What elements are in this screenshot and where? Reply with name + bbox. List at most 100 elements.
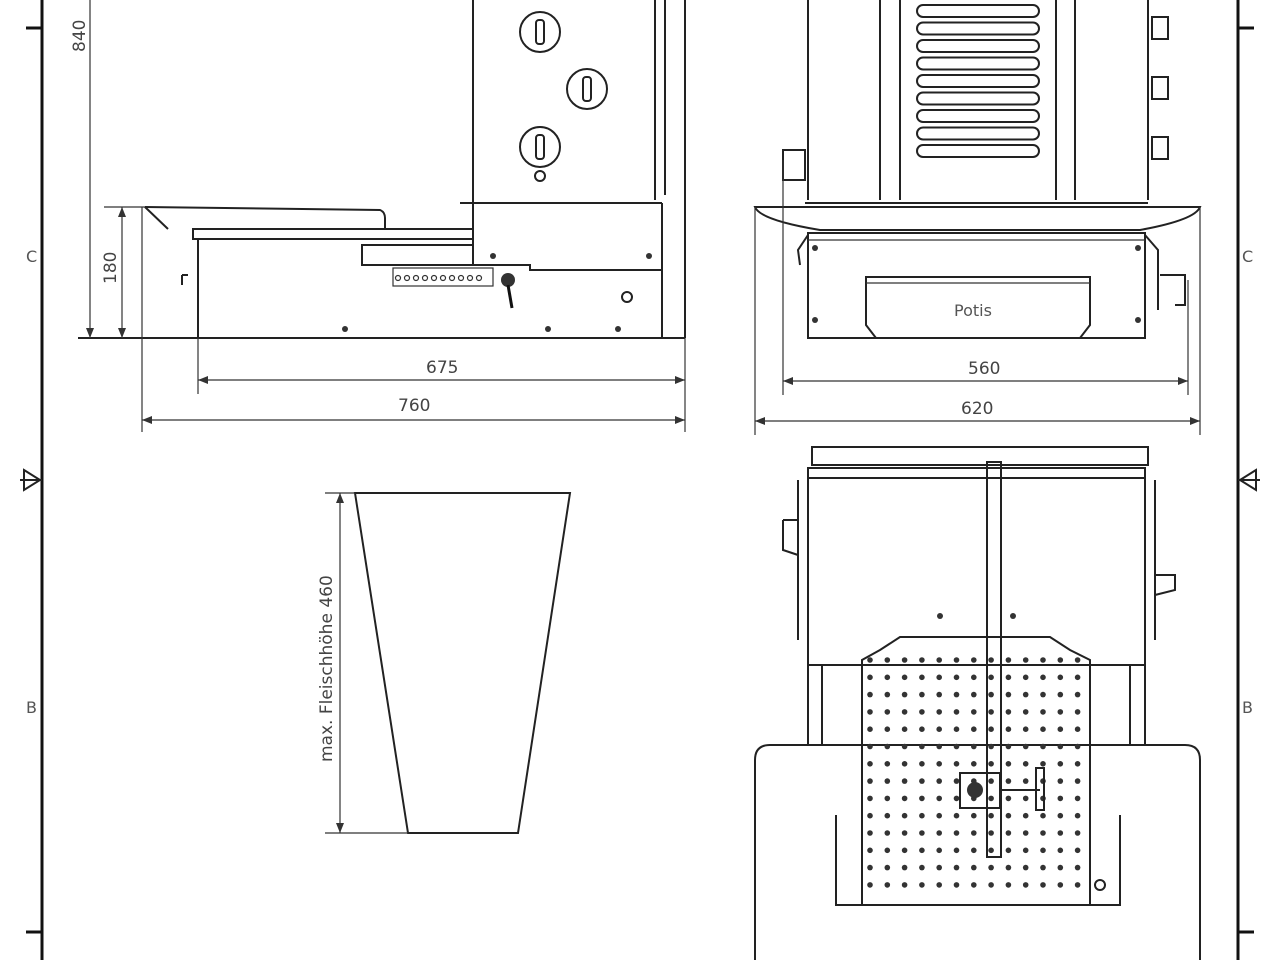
perforation-hole xyxy=(988,812,994,819)
perforation-hole xyxy=(953,882,960,888)
perforation-hole xyxy=(1074,864,1081,871)
potis-label: Potis xyxy=(954,301,992,320)
perforation-hole xyxy=(919,864,925,871)
perforation-hole xyxy=(936,657,942,663)
perforation-hole xyxy=(884,882,891,888)
perforation-hole xyxy=(1057,726,1064,732)
perforation-hole xyxy=(1005,864,1012,871)
perforation-hole xyxy=(953,812,960,819)
perforation-hole xyxy=(953,709,960,715)
perforation-hole xyxy=(884,674,891,681)
perforation-hole xyxy=(971,743,977,750)
perforation-hole xyxy=(1005,778,1012,784)
perforation-hole xyxy=(884,743,891,750)
perforation-hole xyxy=(867,847,873,854)
perforation-hole xyxy=(936,691,942,698)
perforation-hole xyxy=(919,761,925,767)
perforation-hole xyxy=(1022,812,1029,819)
meat-height-label: max. Fleischhöhe 460 xyxy=(317,575,337,762)
perforation-hole xyxy=(1022,864,1029,871)
perforation-hole xyxy=(867,674,873,681)
coil-loop xyxy=(916,39,1040,53)
center-marker-right xyxy=(1238,468,1260,492)
perforation-hole xyxy=(1040,864,1046,871)
coil-loop xyxy=(916,56,1040,71)
dimension-620: 620 xyxy=(961,399,993,419)
perforation-hole xyxy=(1074,691,1081,698)
heating-coil xyxy=(916,4,1040,158)
perforation-hole xyxy=(1057,864,1064,871)
perforation-hole xyxy=(901,674,908,681)
perforation-hole xyxy=(971,882,977,888)
valve-icon xyxy=(501,273,515,287)
perforation-hole xyxy=(901,691,908,698)
perforation-hole xyxy=(867,812,873,819)
perforation-hole xyxy=(1074,743,1081,750)
perforation-hole xyxy=(988,847,994,854)
spit-rod xyxy=(986,461,1002,858)
perforation-hole xyxy=(1074,882,1081,888)
drawing-frame: C B C B xyxy=(20,0,1260,960)
perforation-hole xyxy=(1057,812,1064,819)
perforation-hole xyxy=(901,761,908,767)
perforation-hole xyxy=(1057,674,1064,681)
perforation-hole xyxy=(1057,761,1064,767)
perforation-hole xyxy=(953,847,960,854)
center-marker-left xyxy=(20,468,42,492)
perforation-hole xyxy=(1057,743,1064,750)
perforation-hole xyxy=(867,864,873,871)
perforation-hole xyxy=(884,795,891,802)
perforation-hole xyxy=(867,657,873,663)
perforation-hole xyxy=(988,743,994,750)
perforation-hole xyxy=(1074,674,1081,681)
perforation-hole xyxy=(1057,657,1064,663)
heating-jets xyxy=(394,274,483,282)
perforation-hole xyxy=(867,795,873,802)
perforation-hole xyxy=(1074,812,1081,819)
perforation-hole xyxy=(867,691,873,698)
side-view: 840 180 675 xyxy=(70,0,686,432)
perforation-hole xyxy=(936,743,942,750)
perforation-hole xyxy=(919,882,925,888)
dimension-560: 560 xyxy=(968,359,1000,379)
perforation-hole xyxy=(988,864,994,871)
perforation-hole xyxy=(901,864,908,871)
zone-label-left-b: B xyxy=(26,698,37,717)
perforation-hole xyxy=(988,882,994,888)
perforation-hole xyxy=(919,709,925,715)
perforation-hole xyxy=(901,795,908,802)
perforation-hole xyxy=(1040,812,1046,819)
perforation-hole xyxy=(988,761,994,767)
coil-loop xyxy=(916,144,1040,158)
perforation-hole xyxy=(1005,847,1012,854)
perforation-hole xyxy=(919,778,925,784)
perforation-hole xyxy=(1040,882,1046,888)
perforation-hole xyxy=(919,847,925,854)
perforation-hole xyxy=(1057,709,1064,715)
perforation-hole xyxy=(901,830,908,836)
perforation-hole xyxy=(1040,691,1046,698)
dimension-840: 840 xyxy=(70,20,90,52)
perforation-hole xyxy=(1040,847,1046,854)
perforation-hole xyxy=(919,812,925,819)
perforation-hole xyxy=(953,761,960,767)
perforation-hole xyxy=(1022,847,1029,854)
perforation-hole xyxy=(953,864,960,871)
perforation-hole xyxy=(884,830,891,836)
perforation-hole xyxy=(971,864,977,871)
perforation-hole xyxy=(936,847,942,854)
perforation-hole xyxy=(1040,674,1046,681)
perforation-hole xyxy=(1005,882,1012,888)
perforation-hole xyxy=(953,795,960,802)
dimension-180: 180 xyxy=(101,252,121,284)
zone-label-right-c: C xyxy=(1242,247,1253,266)
perforation-hole xyxy=(901,812,908,819)
perforation-hole xyxy=(1057,847,1064,854)
perforation-hole xyxy=(1022,691,1029,698)
coil-loop xyxy=(916,21,1040,36)
perforation-hole xyxy=(988,691,994,698)
perforation-hole xyxy=(901,882,908,888)
spit-clamp xyxy=(959,767,1045,811)
perforation-hole xyxy=(901,778,908,784)
perforation-hole xyxy=(1074,778,1081,784)
